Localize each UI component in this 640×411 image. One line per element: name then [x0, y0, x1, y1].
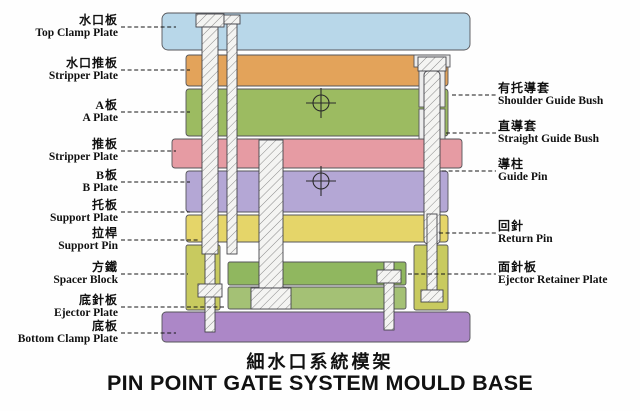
label-support-pin: 拉桿 Support Pin [0, 227, 118, 253]
label-a-plate: A板 A Plate [0, 99, 118, 125]
label-return-pin-zh: 回針 [498, 219, 525, 233]
label-ejector-plate: 底針板 Ejector Plate [0, 294, 118, 320]
plate-a [185, 88, 449, 137]
label-straight-guide-bush-en: Straight Guide Bush [498, 133, 599, 145]
support-pin-head [195, 13, 225, 28]
label-top-clamp-plate-zh: 水口板 [78, 13, 118, 27]
leader-lines-left [121, 26, 226, 334]
label-b-plate-zh: B板 [95, 168, 118, 182]
label-guide-pin-en: Guide Pin [498, 171, 548, 183]
center-pillar-foot [250, 287, 292, 310]
label-stripper-plate-top: 水口推板 Stripper Plate [0, 57, 118, 83]
label-stripper-plate-mid-zh: 推板 [91, 137, 118, 151]
label-shoulder-guide-bush-zh: 有托導套 [498, 81, 551, 95]
guide-pin-head [417, 56, 447, 72]
label-b-plate-en: B Plate [82, 182, 118, 194]
puller-pin [226, 23, 238, 255]
label-support-plate: 托板 Support Plate [0, 199, 118, 225]
label-ejector-plate-en: Ejector Plate [54, 307, 118, 319]
label-a-plate-en: A Plate [82, 112, 118, 124]
plate-stripper-top [185, 54, 449, 87]
label-ejector-plate-zh: 底針板 [78, 293, 118, 307]
ejector-screw-left-head [197, 283, 223, 298]
label-spacer-block-zh: 方鐵 [91, 260, 118, 274]
plate-stripper-mid [171, 138, 463, 169]
label-top-clamp-plate-en: Top Clamp Plate [35, 27, 118, 39]
support-pin [201, 26, 219, 255]
leader-lines-right [408, 94, 496, 275]
label-stripper-plate-mid: 推板 Stripper Plate [0, 138, 118, 164]
label-ejector-retainer-plate: 面針板 Ejector Retainer Plate [498, 261, 638, 287]
label-spacer-block: 方鐵 Spacer Block [0, 261, 118, 287]
label-return-pin: 回針 Return Pin [498, 220, 638, 246]
label-top-clamp-plate: 水口板 Top Clamp Plate [0, 14, 118, 40]
label-straight-guide-bush-zh: 直導套 [498, 119, 538, 133]
ejector-screw-right-head [376, 269, 402, 284]
label-guide-pin: 導柱 Guide Pin [498, 158, 638, 184]
label-bottom-clamp-plate: 底板 Bottom Clamp Plate [0, 320, 118, 346]
label-b-plate: B板 B Plate [0, 169, 118, 195]
label-ejector-retainer-plate-en: Ejector Retainer Plate [498, 274, 608, 286]
label-stripper-plate-top-en: Stripper Plate [48, 70, 118, 82]
label-straight-guide-bush: 直導套 Straight Guide Bush [498, 120, 638, 146]
title-chinese: 細水口系統模架 [246, 352, 394, 372]
crosshair-a-plate [306, 88, 336, 118]
label-bottom-clamp-plate-zh: 底板 [91, 319, 118, 333]
label-a-plate-zh: A板 [95, 98, 118, 112]
label-support-plate-zh: 托板 [91, 198, 118, 212]
label-support-pin-en: Support Pin [58, 240, 118, 252]
label-shoulder-guide-bush-en: Shoulder Guide Bush [498, 95, 604, 107]
crosshair-b-plate [306, 166, 336, 196]
title-english: PIN POINT GATE SYSTEM MOULD BASE [106, 371, 534, 395]
label-support-pin-zh: 拉桿 [91, 226, 118, 240]
plate-support [185, 214, 449, 243]
label-stripper-plate-mid-en: Stripper Plate [48, 151, 118, 163]
label-shoulder-guide-bush: 有托導套 Shoulder Guide Bush [498, 82, 638, 108]
label-guide-pin-zh: 導柱 [498, 157, 525, 171]
ejector-screw-right [383, 282, 395, 331]
label-spacer-block-en: Spacer Block [53, 274, 118, 286]
center-pillar [258, 139, 284, 289]
label-return-pin-en: Return Pin [498, 233, 553, 245]
plate-b [185, 170, 449, 213]
label-stripper-plate-top-zh: 水口推板 [65, 56, 118, 70]
return-pin [426, 213, 438, 291]
puller-pin-head [223, 14, 241, 25]
label-support-plate-en: Support Plate [49, 212, 118, 224]
return-pin-head [420, 289, 444, 303]
label-ejector-retainer-plate-zh: 面針板 [498, 260, 538, 274]
label-bottom-clamp-plate-en: Bottom Clamp Plate [17, 333, 118, 345]
